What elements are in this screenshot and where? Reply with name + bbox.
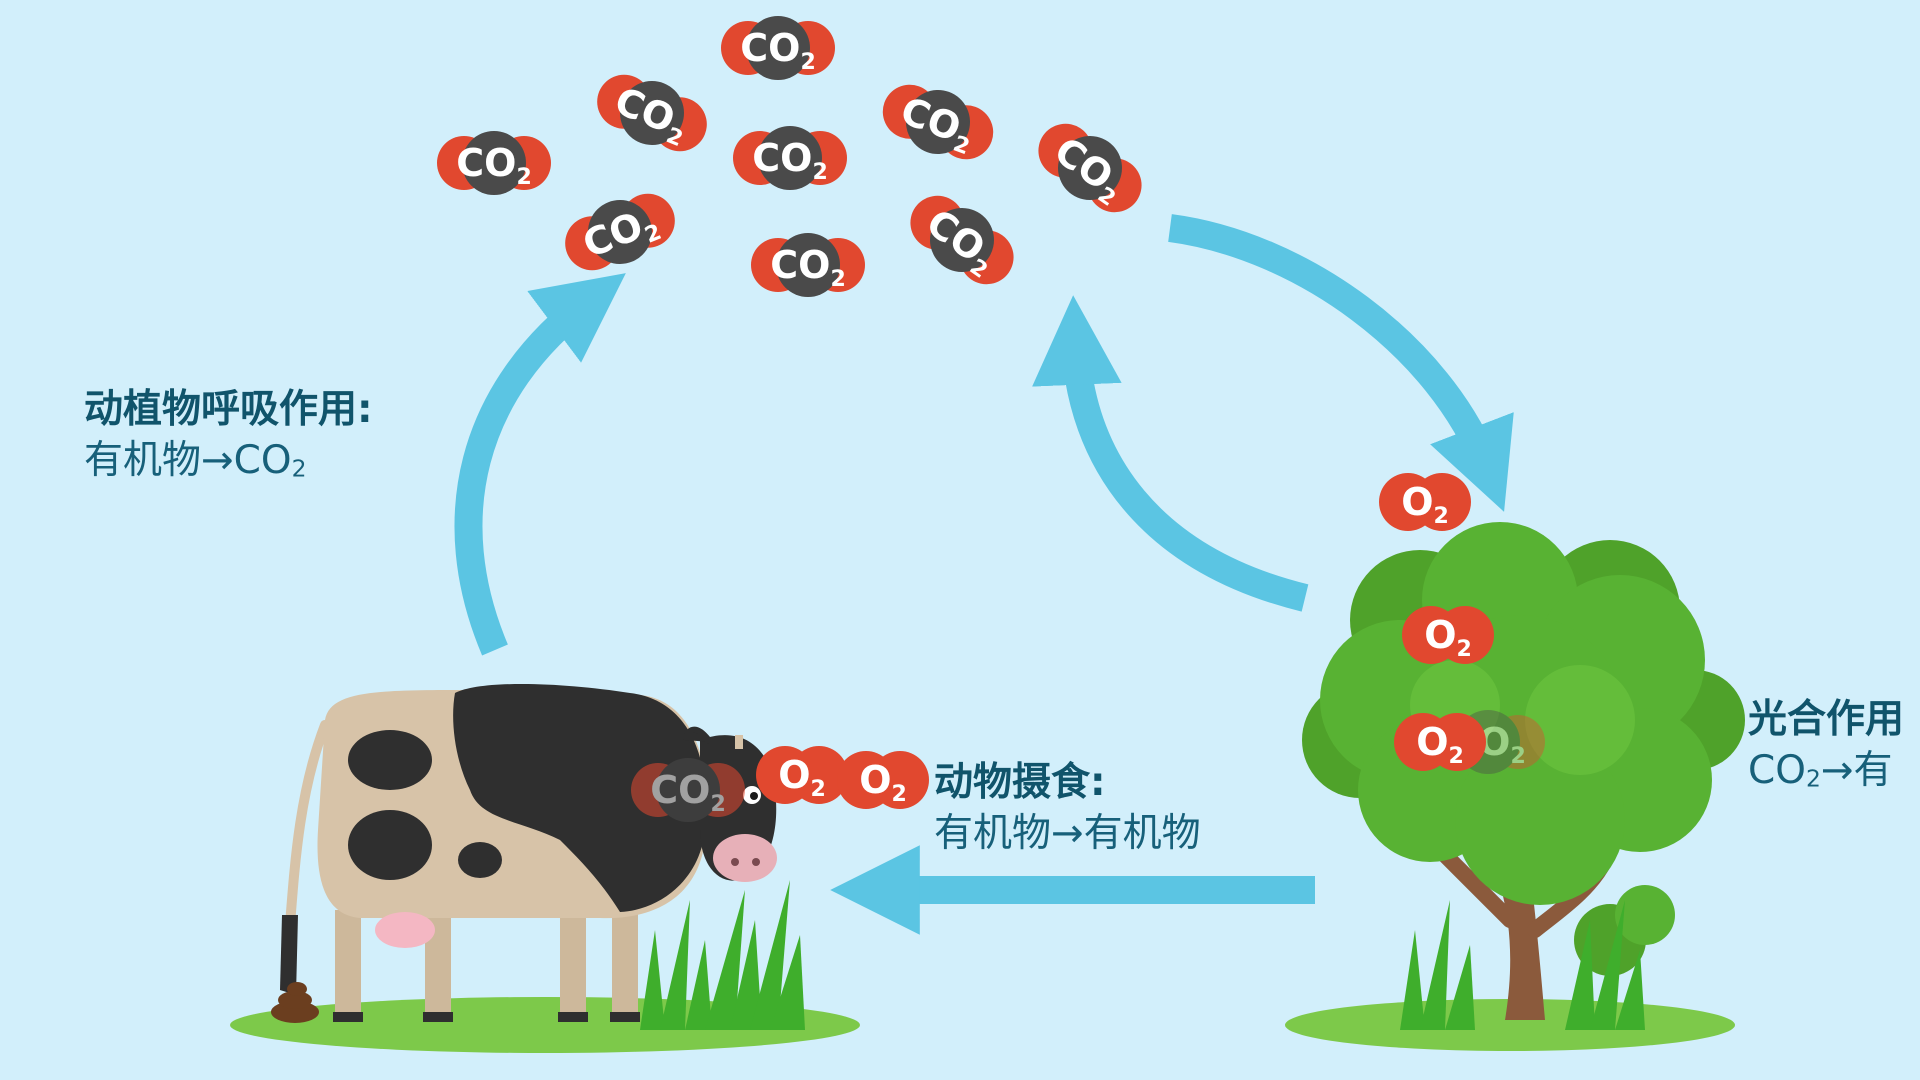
co2-molecule-icon: CO2: [555, 180, 685, 284]
co2-molecule-icon: CO2: [751, 233, 865, 297]
svg-text:O2: O2: [1401, 480, 1449, 529]
svg-text:O2: O2: [778, 753, 826, 802]
co2-molecule-icon: CO2: [733, 126, 847, 190]
grass-icon: [1400, 900, 1645, 1030]
co2-molecule-icon: CO2: [873, 72, 1003, 172]
svg-text:CO2: CO2: [740, 26, 816, 75]
svg-text:CO2: CO2: [456, 141, 532, 190]
cow-icon: [280, 683, 777, 1022]
o2-molecule-icon: O2: [1394, 713, 1486, 771]
tree-respiration-arrow-icon: [1032, 295, 1309, 612]
co2-molecule-icon: CO2: [721, 16, 835, 80]
svg-text:O2: O2: [1416, 720, 1464, 769]
respiration-equation: 有机物→CO2: [84, 437, 307, 483]
photosynthesis-title: 光合作用: [1748, 697, 1905, 742]
feeding-equation: 有机物→有机物: [934, 810, 1201, 856]
svg-text:O2: O2: [1424, 613, 1472, 662]
co2-to-tree-arrow-icon: [1168, 214, 1514, 512]
respiration-title: 动植物呼吸作用:: [84, 387, 373, 432]
co2-molecule-icon: CO2: [631, 758, 745, 822]
photosynthesis-equation: CO2→有: [1748, 747, 1893, 793]
svg-text:CO2: CO2: [752, 136, 828, 185]
photosynthesis-caption: 光合作用 CO2→有: [1748, 695, 1920, 796]
feeding-caption: 动物摄食: 有机物→有机物: [934, 758, 1201, 859]
co2-molecule-icon: CO2: [587, 61, 717, 165]
svg-text:CO2: CO2: [650, 768, 726, 817]
svg-text:O2: O2: [859, 758, 907, 807]
respiration-caption: 动植物呼吸作用: 有机物→CO2: [84, 385, 373, 486]
feeding-title: 动物摄食:: [934, 760, 1106, 805]
grass-icon: [640, 880, 805, 1030]
tree-icon: [1302, 522, 1745, 1020]
o2-molecule-icon: O2: [756, 746, 848, 804]
co2-molecule-icon: CO2: [437, 131, 551, 195]
o2-molecule-icon: O2: [1402, 606, 1494, 664]
co2-molecule-icon: CO2: [896, 181, 1028, 299]
o2-molecule-icon: O2: [837, 751, 929, 809]
svg-text:CO2: CO2: [770, 243, 846, 292]
co2-molecule-icon: CO2: [1024, 109, 1156, 227]
dung-icon: [271, 982, 319, 1023]
o2-molecule-icon: O2: [1379, 473, 1471, 531]
respiration-arrow-icon: [454, 273, 626, 656]
